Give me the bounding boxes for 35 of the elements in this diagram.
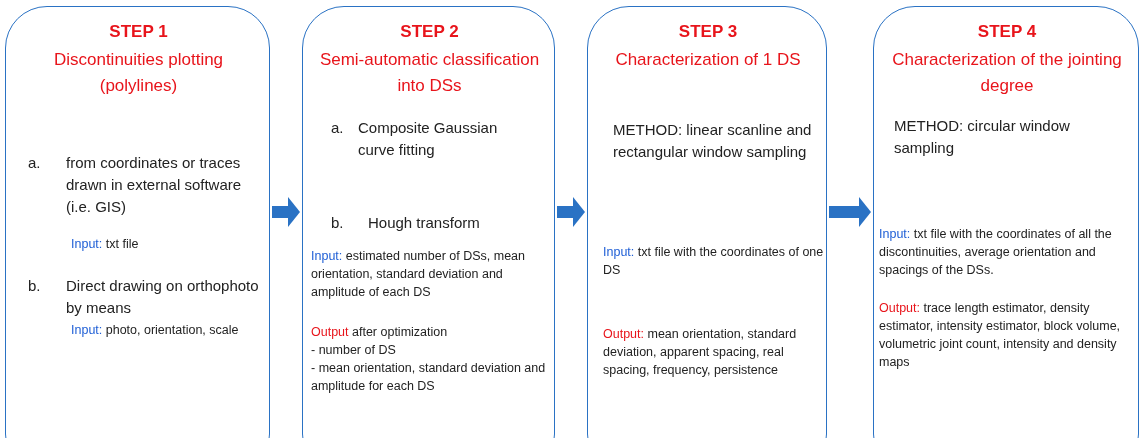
- list-marker: b.: [331, 213, 345, 233]
- step-title: Characterization of 1 DS: [614, 49, 802, 71]
- list-text: METHOD: linear scanline and rectangular window sampling: [613, 120, 813, 162]
- step-title: Semi-automatic classification into DSs: [318, 49, 541, 97]
- step-heading: STEP 2: [399, 21, 460, 43]
- step-card: [302, 6, 555, 438]
- step-heading: STEP 4: [976, 21, 1038, 43]
- step-heading: STEP 3: [677, 21, 739, 43]
- output-text: Output after optimization: [311, 324, 449, 341]
- step-card: [5, 6, 270, 438]
- step-card: [587, 6, 827, 438]
- output-text: - number of DS: [311, 342, 397, 359]
- step-title: Discontinuities plotting (polylines): [52, 49, 225, 97]
- block-arrow: [829, 197, 871, 227]
- step-card: [873, 6, 1139, 438]
- block-arrow: [272, 197, 300, 227]
- list-text: METHOD: circular window sampling: [894, 116, 1071, 158]
- step-title: Characterization of the jointing degree: [891, 49, 1123, 97]
- block-arrow: [557, 197, 585, 227]
- list-text: Hough transform: [368, 213, 481, 233]
- list-text: from coordinates or traces drawn in external software (i.e. GIS): [66, 153, 243, 217]
- step-heading: STEP 1: [108, 21, 169, 43]
- list-marker: b.: [28, 276, 42, 296]
- list-text: Composite Gaussian curve fitting: [358, 118, 499, 160]
- input-text: Input: txt file with the coordinates of one DS: [603, 244, 825, 279]
- list-marker: a.: [331, 118, 345, 138]
- list-text: Direct drawing on orthophoto by means: [66, 276, 260, 318]
- list-marker: a.: [28, 153, 42, 173]
- output-text: Output: mean orientation, standard deviation, apparent spacing, real spacing, frequency, persistence: [603, 326, 798, 379]
- input-text: Input: estimated number of DSs, mean orientation, standard deviation and amplitude of each DS: [311, 248, 526, 301]
- output-text: - mean orientation, standard deviation and amplitude for each DS: [311, 360, 547, 395]
- input-text: Input: txt file with the coordinates of all the discontinuities, average orientation and spacings of the DSs.: [879, 226, 1113, 279]
- output-text: Output: trace length estimator, density estimator, intensity estimator, block volume, volumetric joint count, intensity and density maps: [879, 300, 1122, 371]
- input-text: Input: photo, orientation, scale: [71, 322, 240, 339]
- input-text: Input: txt file: [71, 236, 140, 253]
